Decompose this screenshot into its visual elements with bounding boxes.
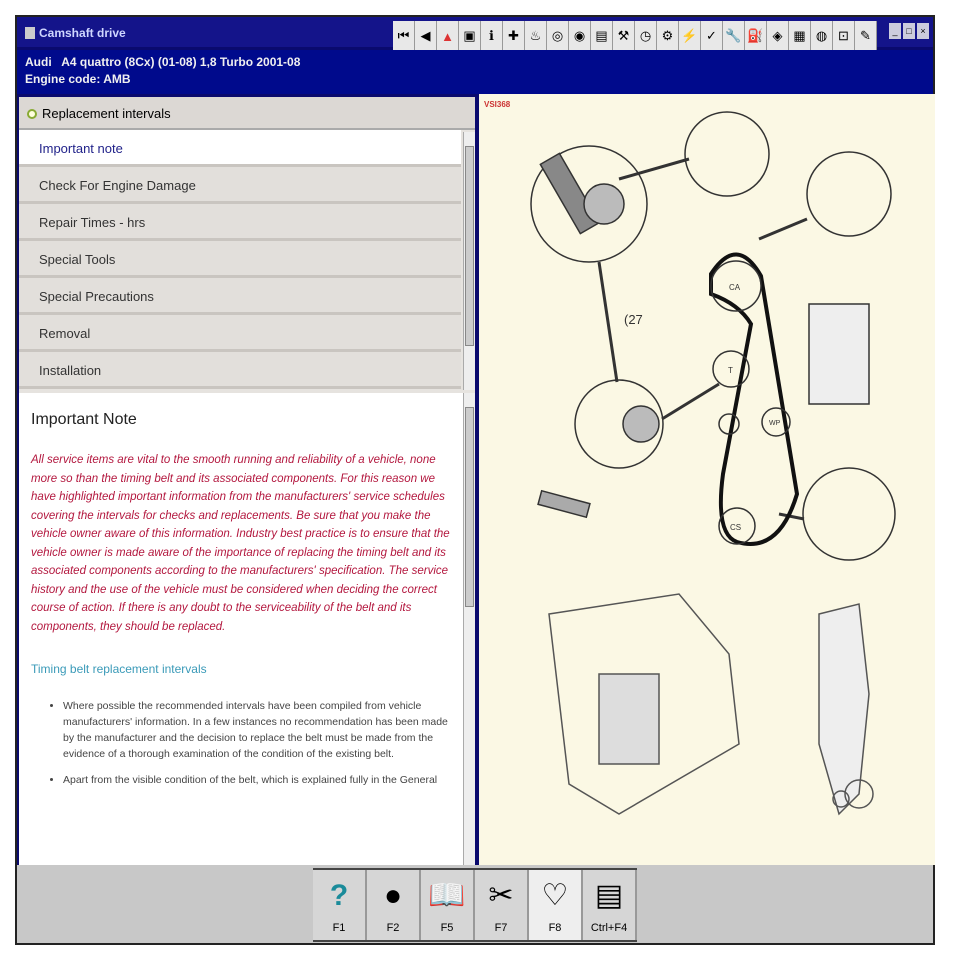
label-tensioner: T (728, 366, 733, 375)
fkey-ctrl-f4[interactable]: ▤ Ctrl+F4 (583, 870, 637, 940)
content-scrollbar[interactable] (463, 393, 475, 865)
maximize-button[interactable]: □ (903, 23, 915, 39)
fkey-f8[interactable]: ♡ F8 (529, 870, 583, 940)
note-icon[interactable]: ✎ (855, 21, 877, 51)
menu-item[interactable]: Important note (19, 130, 461, 167)
pump-icon[interactable]: ◍ (811, 21, 833, 51)
battery-icon[interactable]: ▤ (591, 21, 613, 51)
menu-item[interactable]: Repair Times - hrs (19, 204, 461, 241)
check-icon[interactable]: ✓ (701, 21, 723, 51)
label-crankshaft: CS (730, 523, 741, 532)
close-button[interactable]: × (917, 23, 929, 39)
menu-item[interactable]: Special Precautions (19, 278, 461, 315)
water-pump-pulley (761, 407, 791, 437)
menu-item[interactable]: Installation (19, 352, 461, 389)
oil-icon[interactable]: ♨ (525, 21, 547, 51)
apple-icon: ● (383, 879, 403, 912)
diagram-pane: VSI368 CA T WP CS (27 (479, 94, 935, 865)
first-page-icon[interactable]: ⏮ (393, 21, 415, 51)
vehicle-name: Audi A4 quattro (8Cx) (01-08) 1,8 Turbo … (25, 55, 301, 69)
detail-circles (530, 111, 896, 561)
bullet-list: Where possible the recommended intervals… (31, 698, 451, 788)
tyre-icon[interactable]: ◉ (569, 21, 591, 51)
fkey-f5[interactable]: 📖 F5 (421, 870, 475, 940)
list-item: Apart from the visible condition of the … (63, 772, 451, 788)
tools-icon: ✂ (488, 879, 514, 912)
fkey-f2[interactable]: ● F2 (367, 870, 421, 940)
crank-pulley (718, 507, 756, 545)
timing-belt (709, 252, 800, 546)
timing-belt-diagram: CA T WP CS (27 (530, 111, 896, 816)
camshaft-pulley (710, 260, 762, 312)
fkey-f1[interactable]: ? F1 (313, 870, 367, 940)
fkey-label: F1 (332, 922, 346, 934)
brake-icon[interactable]: ◎ (547, 21, 569, 51)
gear-icon[interactable]: ⚙ (657, 21, 679, 51)
electric-icon[interactable]: ⚡ (679, 21, 701, 51)
label-reference: (27 (624, 312, 643, 327)
tensioner-pulley (712, 350, 750, 388)
tools-icon[interactable]: ⚒ (613, 21, 635, 51)
app-window: Camshaft drive ⏮◀▲▣ℹ✚♨◎◉▤⚒◷⚙⚡✓🔧⛽◈▦◍⊡✎ _ … (15, 15, 935, 945)
menu-heading[interactable]: Replacement intervals (19, 97, 475, 130)
engine-code: Engine code: AMB (25, 72, 131, 86)
function-key-bar: ? F1 ● F2 📖 F5 ✂ F7 ♡ F8 ▤ Ctrl+F4 (17, 865, 933, 943)
warning-text: All service items are vital to the smoot… (31, 454, 450, 633)
content-pane: Important Note All service items are vit… (19, 393, 463, 865)
clock-icon[interactable]: ◷ (635, 21, 657, 51)
fuel-icon[interactable]: ⛽ (745, 21, 767, 51)
notes-icon: ▤ (594, 879, 624, 912)
info-icon[interactable]: ℹ (481, 21, 503, 51)
wrench-icon[interactable]: 🔧 (723, 21, 745, 51)
menu-item[interactable]: Special Tools (19, 241, 461, 278)
figure-code: VSI368 (484, 100, 511, 109)
fkey-label: F7 (494, 922, 508, 934)
fkey-label: Ctrl+F4 (590, 922, 628, 934)
diagnostic-icon[interactable]: ◈ (767, 21, 789, 51)
menu-item[interactable]: Check For Engine Damage (19, 167, 461, 204)
fkey-label: F2 (386, 922, 400, 934)
belt-icon: ♡ (541, 879, 569, 912)
list-item: Where possible the recommended intervals… (63, 698, 451, 762)
fkey-label: F8 (548, 922, 562, 934)
book-icon: 📖 (428, 879, 466, 912)
vehicle-header: Audi A4 quattro (8Cx) (01-08) 1,8 Turbo … (17, 50, 933, 94)
engine-icon[interactable]: ▣ (459, 21, 481, 51)
bullet-icon (27, 109, 37, 119)
label-camshaft: CA (729, 283, 741, 292)
help-icon: ? (329, 879, 349, 912)
app-icon (25, 27, 35, 39)
warning-icon[interactable]: ▲ (437, 21, 459, 51)
label-water-pump: WP (769, 420, 781, 427)
fkey-f7[interactable]: ✂ F7 (475, 870, 529, 940)
window-controls: _ □ × (889, 23, 929, 39)
document-icon[interactable]: ▦ (789, 21, 811, 51)
menu-scrollbar[interactable] (463, 132, 475, 390)
prev-page-icon[interactable]: ◀ (415, 21, 437, 51)
toolbar: ⏮◀▲▣ℹ✚♨◎◉▤⚒◷⚙⚡✓🔧⛽◈▦◍⊡✎ (393, 21, 877, 51)
subheading-link[interactable]: Timing belt replacement intervals (31, 662, 207, 676)
service-icon[interactable]: ✚ (503, 21, 525, 51)
function-keys: ? F1 ● F2 📖 F5 ✂ F7 ♡ F8 ▤ Ctrl+F4 (313, 868, 637, 942)
car-icon[interactable]: ⊡ (833, 21, 855, 51)
fkey-label: F5 (440, 922, 454, 934)
window-title: Camshaft drive (39, 26, 126, 40)
minimize-button[interactable]: _ (889, 23, 901, 39)
menu-item[interactable]: Removal (19, 315, 461, 352)
content-title: Important Note (31, 411, 137, 428)
lower-diagrams (548, 593, 874, 816)
